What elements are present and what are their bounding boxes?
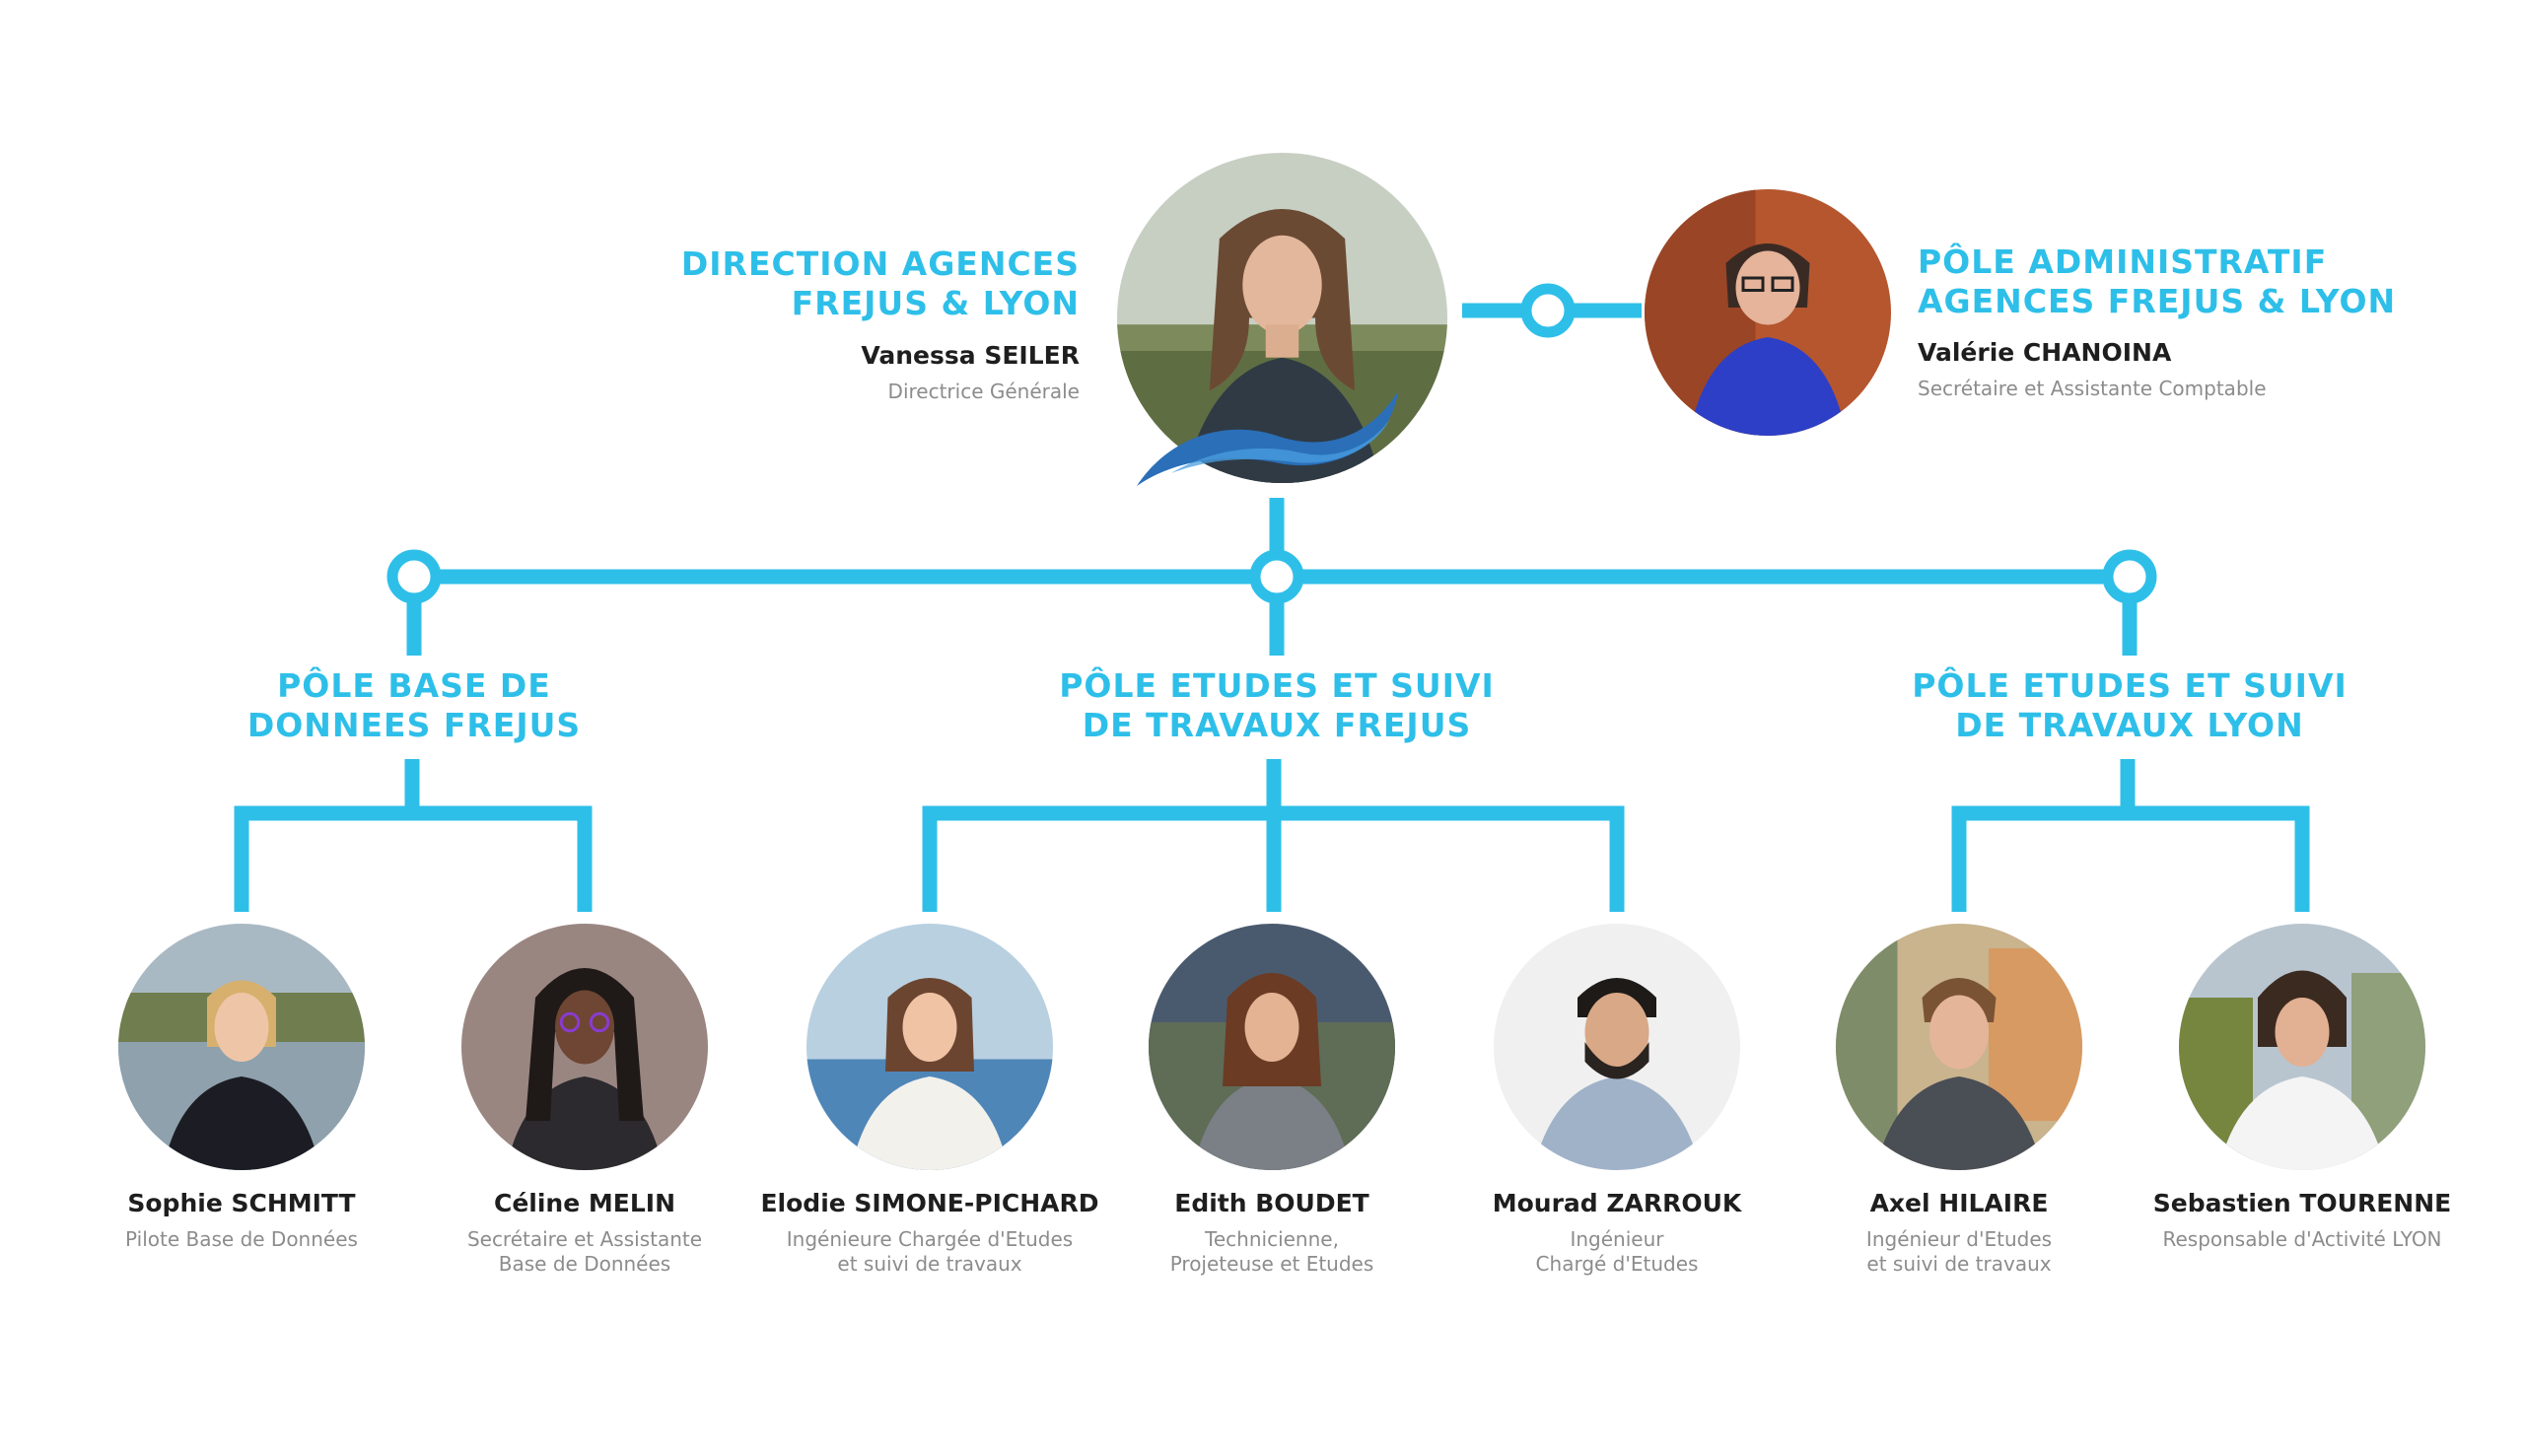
pole-3-node [2102,549,2157,604]
member-photo-elodie [806,924,1053,1170]
member-photo-mourad [1494,924,1740,1170]
member-photo-sebastien [2179,924,2425,1170]
member-photo-celine [461,924,708,1170]
member-role-celine-line-2: Base de Données [498,1252,671,1276]
pole-heading-base-donnees: PÔLE BASE DE DONNEES FREJUS [168,666,661,745]
admin-name: Valérie CHANOINA [1918,338,2172,367]
pole-heading-etudes-lyon: PÔLE ETUDES ET SUIVI DE TRAVAUX LYON [1858,666,2401,745]
pole-3-heading-line-1: PÔLE ETUDES ET SUIVI [1912,666,2348,705]
pole-2-bracket [922,805,1625,912]
member-role-sophie: Pilote Base de Données [44,1227,439,1252]
pole-1-heading-line-1: PÔLE BASE DE [277,666,551,705]
pole-2-heading-line-1: PÔLE ETUDES ET SUIVI [1059,666,1495,705]
member-role-elodie-line-2: et suivi de travaux [837,1252,1022,1276]
admin-role: Secrétaire et Assistante Comptable [1918,377,2489,401]
pole-2-node [1249,549,1304,604]
admin-role-line-1: Secrétaire et Assistante Comptable [1918,377,2267,400]
member-role-elodie-line-1: Ingénieure Chargée d'Etudes [786,1227,1074,1251]
member-role-edith-line-1: Technicienne, [1205,1227,1339,1251]
wave-logo-icon [1137,391,1398,486]
direction-heading-line-1: DIRECTION AGENCES [680,244,1080,283]
member-photo-edith [1149,924,1395,1170]
member-role-edith-line-2: Projeteuse et Etudes [1169,1252,1374,1276]
member-role-axel-line-1: Ingénieur d'Etudes [1865,1227,2053,1251]
pole-1-node [386,549,442,604]
member-role-mourad-line-1: Ingénieur [1570,1227,1664,1251]
member-role-elodie: Ingénieure Chargée d'Etudes et suivi de … [733,1227,1127,1277]
member-name-celine: Céline MELIN [493,1189,675,1217]
admin-heading: PÔLE ADMINISTRATIF AGENCES FREJUS & LYON [1918,243,2489,321]
member-photo-axel [1836,924,2082,1170]
member-name-axel: Axel HILAIRE [1869,1189,2049,1217]
member-role-celine: Secrétaire et Assistante Base de Données [387,1227,782,1277]
pole-2-heading-line-2: DE TRAVAUX FREJUS [1082,706,1472,744]
direction-role-line-1: Directrice Générale [887,380,1080,403]
member-role-axel: Ingénieur d'Etudes et suivi de travaux [1762,1227,2156,1277]
admin-photo [1645,189,1891,436]
admin-link-node [1520,283,1576,338]
direction-heading-line-2: FREJUS & LYON [791,284,1080,322]
member-role-sebastien-line-1: Responsable d'Activité LYON [2162,1227,2442,1251]
direction-name: Vanessa SEILER [861,341,1080,370]
member-name-mourad: Mourad ZARROUK [1492,1189,1742,1217]
direction-heading: DIRECTION AGENCES FREJUS & LYON [592,244,1080,323]
pole-heading-etudes-frejus: PÔLE ETUDES ET SUIVI DE TRAVAUX FREJUS [1006,666,1548,745]
pole-3-bracket [1951,805,2310,912]
admin-heading-line-2: AGENCES FREJUS & LYON [1918,282,2397,320]
direction-role: Directrice Générale [592,380,1080,404]
pole-1-heading-line-2: DONNEES FREJUS [246,706,582,744]
member-role-axel-line-2: et suivi de travaux [1866,1252,2052,1276]
member-name-edith: Edith BOUDET [1174,1189,1369,1217]
member-role-edith: Technicienne, Projeteuse et Etudes [1075,1227,1469,1277]
member-name-elodie: Elodie SIMONE-PICHARD [760,1189,1099,1217]
member-role-sebastien: Responsable d'Activité LYON [2100,1227,2504,1252]
admin-heading-line-1: PÔLE ADMINISTRATIF [1918,243,2328,281]
pole-3-heading-line-2: DE TRAVAUX LYON [1955,706,2304,744]
pole-1-bracket [234,805,593,912]
member-role-mourad-line-2: Chargé d'Etudes [1535,1252,1699,1276]
member-name-sophie: Sophie SCHMITT [127,1189,356,1217]
member-name-sebastien: Sebastien TOURENNE [2152,1189,2452,1217]
member-role-mourad: Ingénieur Chargé d'Etudes [1420,1227,1814,1277]
member-role-celine-line-1: Secrétaire et Assistante [466,1227,703,1251]
member-photo-sophie [118,924,365,1170]
member-role-sophie-line-1: Pilote Base de Données [125,1227,358,1251]
